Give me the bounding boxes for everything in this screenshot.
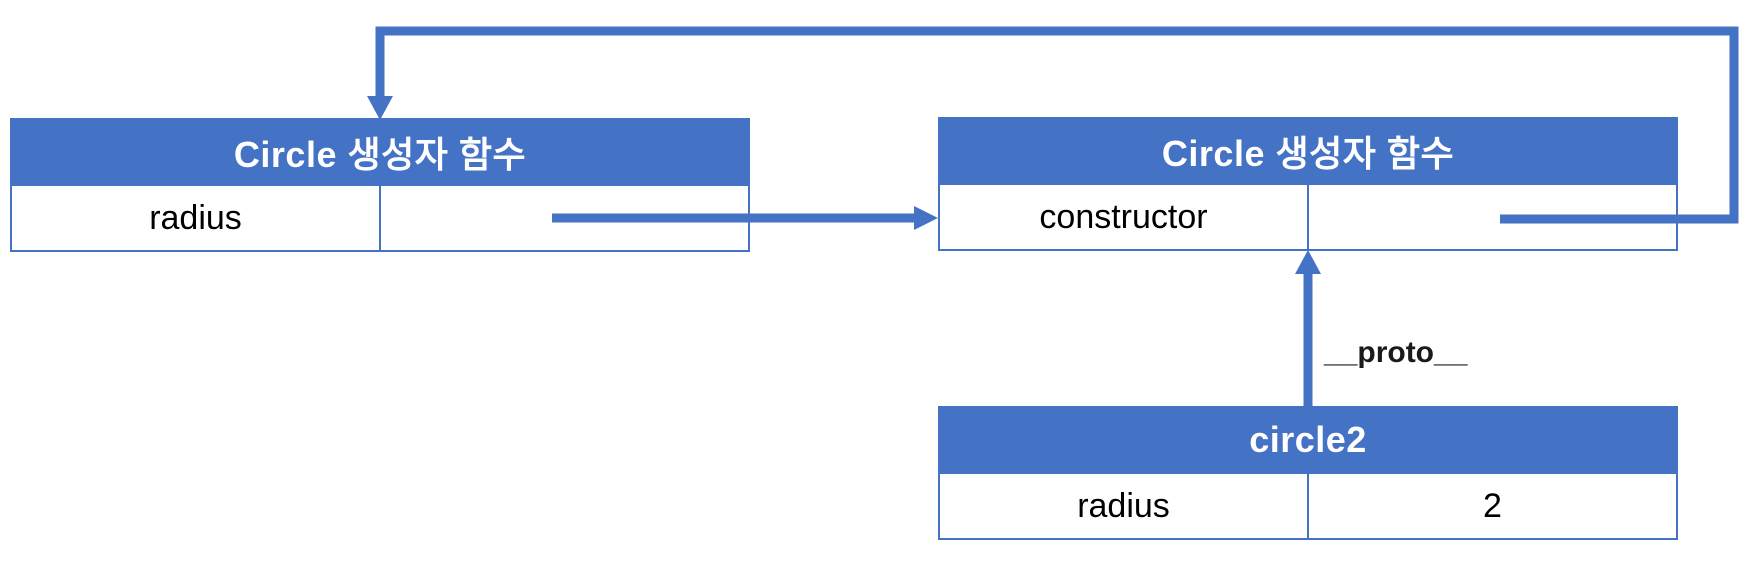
proto-label: __proto__: [1324, 336, 1468, 369]
table-row: constructor: [940, 185, 1676, 249]
property-key-cell: constructor: [940, 185, 1309, 249]
circle-prototype-box: Circle 생성자 함수 constructor: [938, 117, 1678, 251]
circle2-instance-box-title: circle2: [940, 408, 1676, 474]
property-key-cell: radius: [12, 186, 381, 250]
table-row: radius 2: [940, 474, 1676, 538]
property-value-cell: [1309, 185, 1676, 249]
property-key-cell: radius: [940, 474, 1309, 538]
proto-arrow: [1295, 250, 1321, 406]
table-row: radius: [12, 186, 748, 250]
circle2-instance-box: circle2 radius 2: [938, 406, 1678, 540]
property-value-cell: [381, 186, 748, 250]
circle-prototype-box-title: Circle 생성자 함수: [940, 119, 1676, 185]
circle-constructor-box: Circle 생성자 함수 radius: [10, 118, 750, 252]
circle-constructor-box-title: Circle 생성자 함수: [12, 120, 748, 186]
property-value-cell: 2: [1483, 486, 1502, 525]
